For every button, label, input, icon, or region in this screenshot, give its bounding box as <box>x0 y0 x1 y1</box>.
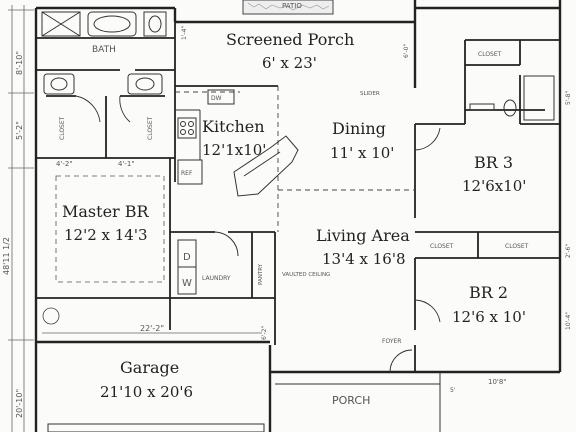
dim-10-4: 10'-4" <box>565 312 572 330</box>
garage-depth-dim: 20'-10" <box>15 389 24 418</box>
kitchen-size: 12'1x10' <box>202 141 266 159</box>
ref-label: REF <box>181 170 193 177</box>
porch-width-dim: 10'8" <box>488 378 507 386</box>
closet-left-label: CLOSET <box>59 116 66 140</box>
exterior-walls <box>34 0 562 432</box>
left-dimension-lines <box>8 5 34 432</box>
br2-closet-right-label: CLOSET <box>505 243 529 250</box>
kitchen-fixtures <box>175 89 299 197</box>
closet-mid-label: CLOSET <box>147 116 154 140</box>
dim-6-2: 6'-2" <box>261 326 268 340</box>
garage-name: Garage <box>120 358 179 377</box>
dryer-label: D <box>183 252 191 263</box>
water-heater <box>42 307 60 325</box>
dim-5: 5' <box>450 387 456 394</box>
vaulted-label: VAULTED CEILING <box>282 272 330 278</box>
closets-height-dim: 5'-2" <box>15 121 24 140</box>
master-bed-outline <box>55 175 165 283</box>
screened-porch-name: Screened Porch <box>226 30 354 49</box>
slider-label: SLIDER <box>360 91 380 97</box>
br3-bath-fixtures <box>469 75 555 121</box>
master-size: 12'2 x 14'3 <box>64 226 148 244</box>
foyer-label: FOYER <box>382 338 401 345</box>
closet-width-1: 4'-2" <box>56 160 73 168</box>
garage-width-dim: 22'-2" <box>140 324 164 333</box>
kitchen-name: Kitchen <box>202 117 265 136</box>
dim-2-6: 2'-6" <box>565 244 572 258</box>
closet-width-2: 4'-1" <box>118 160 135 168</box>
br2-size: 12'6 x 10' <box>452 308 526 326</box>
laundry-fixtures <box>177 231 239 295</box>
br3-closet-label: CLOSET <box>478 51 502 58</box>
garage-size: 21'10 x 20'6 <box>100 383 193 401</box>
interior-walls <box>36 22 560 372</box>
br3-size: 12'6x10' <box>462 177 526 195</box>
br3-name: BR 3 <box>474 153 513 172</box>
patio-label: PATIO <box>282 2 302 10</box>
living-name: Living Area <box>316 226 410 245</box>
bath-height-dim: 8'-10" <box>15 51 24 75</box>
dining-size: 11' x 10' <box>330 144 394 162</box>
br2-closet-left-label: CLOSET <box>430 243 454 250</box>
door-swings <box>389 127 441 373</box>
laundry-label: LAUNDRY <box>202 275 231 282</box>
dim-1-4: 1'-4" <box>181 26 188 40</box>
living-size: 13'4 x 16'8 <box>322 250 406 268</box>
master-name: Master BR <box>62 202 150 221</box>
closet-doors <box>75 95 131 123</box>
opening-lines <box>175 86 415 232</box>
pantry-label: PANTRY <box>258 263 264 285</box>
dim-6-0: 6'-0" <box>403 44 410 58</box>
br2-name: BR 2 <box>469 283 508 302</box>
porch-label: PORCH <box>332 394 370 407</box>
dining-name: Dining <box>332 119 386 138</box>
patio-area: PATIO <box>242 0 334 15</box>
dw-label: DW <box>211 95 222 102</box>
porch-area <box>275 372 441 432</box>
garage-door <box>47 423 265 432</box>
dim-5-8: 5'-8" <box>565 91 572 105</box>
washer-label: W <box>182 278 192 289</box>
screened-porch-size: 6' x 23' <box>262 54 317 72</box>
bath-fixtures <box>41 11 167 95</box>
bath-label: BATH <box>92 45 116 55</box>
overall-height-dim: 48'11 1/2 <box>2 237 11 275</box>
